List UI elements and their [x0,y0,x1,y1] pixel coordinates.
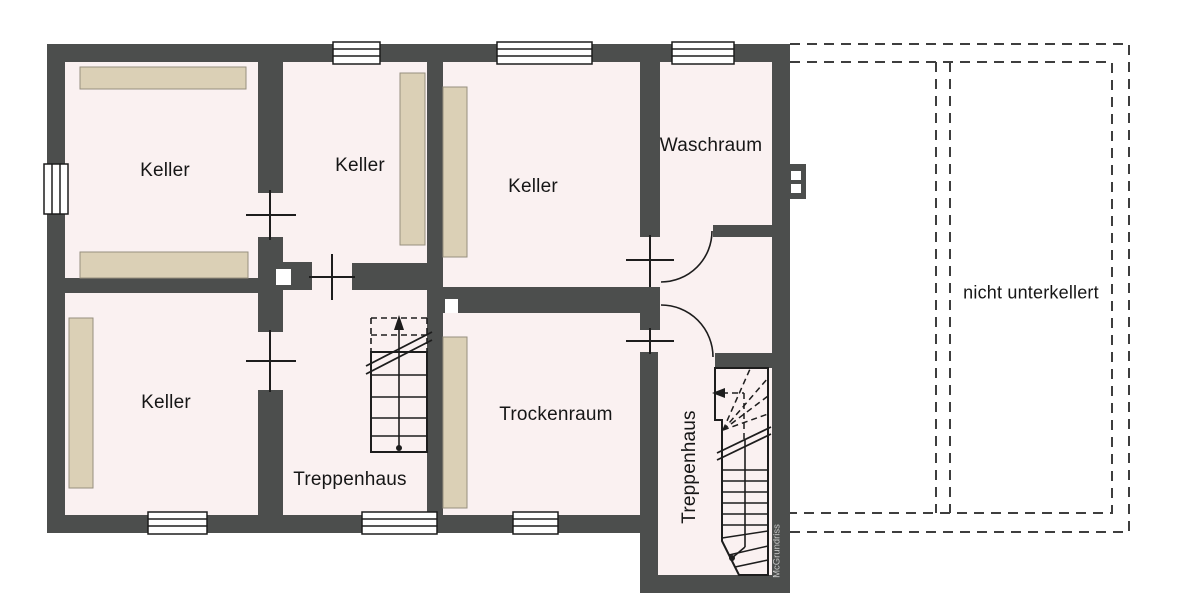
outer-dashed-rect [790,43,1130,533]
room-label-keller-top-left: Keller [140,160,190,181]
watermark-label: McGrundriss [771,524,783,578]
window [512,511,559,535]
window [361,511,438,535]
shelf [442,336,468,509]
doors [246,190,714,392]
chimney-block [788,164,806,199]
stair-direction-arrow [394,315,404,330]
door-opening [626,328,674,354]
door-swing-arc [660,230,713,283]
window [43,163,69,215]
interior-wall [258,62,283,193]
flue [445,299,458,313]
tower-wall-bottom [640,575,790,593]
shelf [442,86,468,258]
shelf [79,66,247,90]
interior-wall [258,390,283,515]
exterior-wall-bottom [47,515,656,533]
shelves [68,66,468,509]
stairs-tower [712,367,772,576]
walls [47,44,806,593]
chimney-flues [276,171,801,313]
flue [791,184,801,193]
shelf [68,317,94,489]
room-label-trockenraum: Trockenraum [499,404,613,425]
window [671,41,735,65]
room-label-keller-middle: Keller [335,155,385,176]
shelf [79,251,249,279]
door-swing-arc [660,304,714,358]
window [332,41,381,65]
room-label-treppenhaus-middle: Treppenhaus [293,469,407,490]
door-opening [626,235,674,287]
flue [791,171,801,180]
door-opening [246,330,296,392]
room-label-keller-bottom-left: Keller [141,392,191,413]
door-opening [246,190,296,240]
exterior-wall-right [772,44,790,593]
interior-wall [640,352,658,575]
room-label-treppenhaus-tower: Treppenhaus [679,410,700,524]
interior-wall [640,287,660,330]
interior-wall [640,62,660,237]
flue [276,269,291,285]
interior-wall [60,278,258,293]
interior-wall [713,225,772,237]
stair-direction-arrow [712,388,725,398]
interior-wall [427,287,656,313]
room-label-keller-top-right: Keller [508,176,558,197]
door-opening [309,254,355,300]
interior-wall [352,263,427,290]
room-label-waschraum: Waschraum [659,135,763,156]
exterior-wall-top [47,44,790,62]
interior-wall [715,353,772,368]
windows [43,41,735,535]
window [496,41,593,65]
window [147,511,208,535]
not-cellared-label: nicht unterkellert [963,282,1099,303]
shelf [399,72,426,246]
stairs-middle [365,315,433,453]
not-cellared-boundary [790,43,1130,533]
